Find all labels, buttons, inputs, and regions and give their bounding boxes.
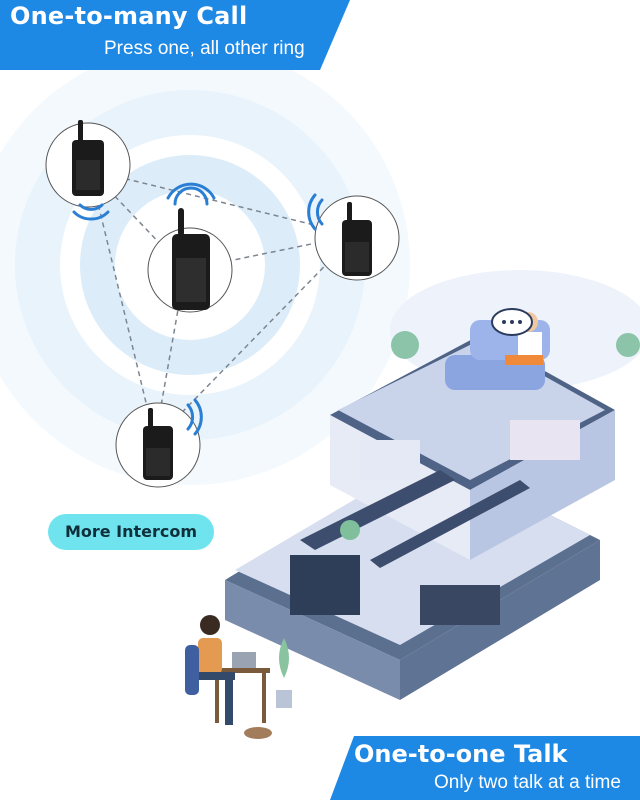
- house-illustration: [225, 270, 640, 700]
- radio-node-center: [147, 208, 233, 313]
- radio-node-bottom: [115, 402, 201, 488]
- bottom-banner: One-to-one Talk Only two talk at a time: [330, 736, 640, 800]
- signal-arcs: [72, 182, 324, 436]
- radio-node-right: [314, 195, 400, 281]
- top-banner-title: One-to-many Call: [10, 2, 248, 30]
- top-banner: One-to-many Call Press one, all other ri…: [0, 0, 350, 70]
- bottom-banner-subtitle: Only two talk at a time: [434, 772, 621, 793]
- bottom-banner-shape: [330, 736, 640, 800]
- radio-node-top-left: [45, 120, 131, 208]
- person-at-desk: [185, 615, 292, 739]
- top-banner-shape: [0, 0, 350, 70]
- top-banner-subtitle: Press one, all other ring: [104, 38, 305, 59]
- more-intercom-button[interactable]: More Intercom: [48, 514, 214, 550]
- bottom-banner-title: One-to-one Talk: [354, 740, 568, 768]
